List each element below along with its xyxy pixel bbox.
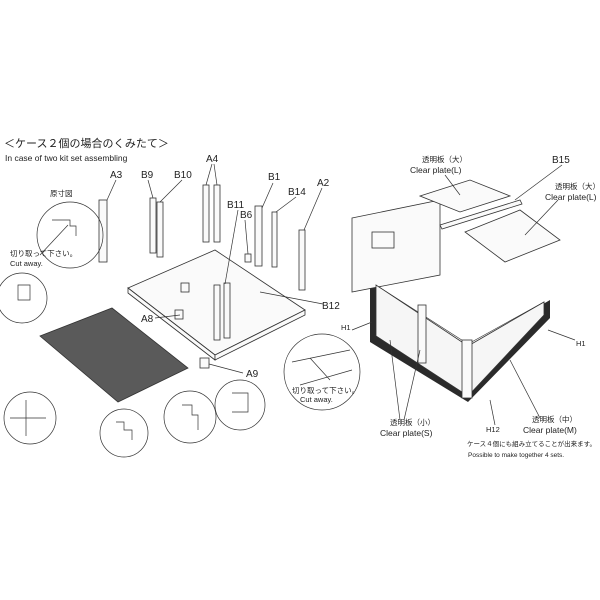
leader-lines xyxy=(39,163,324,374)
clear-plate-m-en: Clear plate(M) xyxy=(523,425,577,435)
clear-plate-l-jp: 透明板（大） xyxy=(422,154,467,164)
part-label-b10: B10 xyxy=(174,170,192,181)
clear-plate-s-en: Clear plate(S) xyxy=(380,428,433,438)
part-label-b6: B6 xyxy=(240,210,253,221)
note-jp: ケース４個にも組み立てることが出来ます。 xyxy=(467,439,596,448)
cut-away-jp-2: 切り取って下さい。 xyxy=(292,386,359,395)
clear-plate-l-en: Clear plate(L) xyxy=(410,165,462,175)
part-label-h1-2: H1 xyxy=(576,339,586,348)
cut-away-en: Cut away. xyxy=(10,259,43,268)
clear-plate-l-en-2: Clear plate(L) xyxy=(545,192,597,202)
title-jp: ＜ケース２個の場合のくみたて＞ xyxy=(4,136,169,150)
clear-plate-s-jp: 透明板（小） xyxy=(390,417,435,427)
part-label-a4: A4 xyxy=(206,154,219,165)
part-label-h12: H12 xyxy=(486,425,500,434)
detail-circles xyxy=(0,201,361,458)
right-leader-lines xyxy=(351,164,576,426)
full-size-label: 原寸図 xyxy=(50,188,73,198)
part-label-a3: A3 xyxy=(110,170,123,181)
note-en: Possible to make together 4 sets. xyxy=(468,452,564,459)
part-label-b12: B12 xyxy=(322,301,340,312)
part-label-a9: A9 xyxy=(246,369,259,380)
part-label-a8: A8 xyxy=(141,314,154,325)
part-label-b9: B9 xyxy=(141,170,154,181)
floor-mat xyxy=(39,307,189,403)
part-label-b11: B11 xyxy=(227,200,244,211)
cut-away-en-2: Cut away. xyxy=(300,395,333,404)
clear-plate-m-jp: 透明板（中） xyxy=(532,414,577,424)
display-case xyxy=(351,179,561,402)
clear-plate-l-jp-2: 透明板（大） xyxy=(555,181,600,191)
cut-away-jp: 切り取って下さい。 xyxy=(10,249,77,258)
part-label-b1: B1 xyxy=(268,172,281,183)
part-label-h1: H1 xyxy=(341,323,351,332)
part-label-b14: B14 xyxy=(288,187,306,198)
title-en: In case of two kit set assembling xyxy=(5,153,128,163)
part-label-a2: A2 xyxy=(317,178,330,189)
part-label-b15: B15 xyxy=(552,155,570,166)
